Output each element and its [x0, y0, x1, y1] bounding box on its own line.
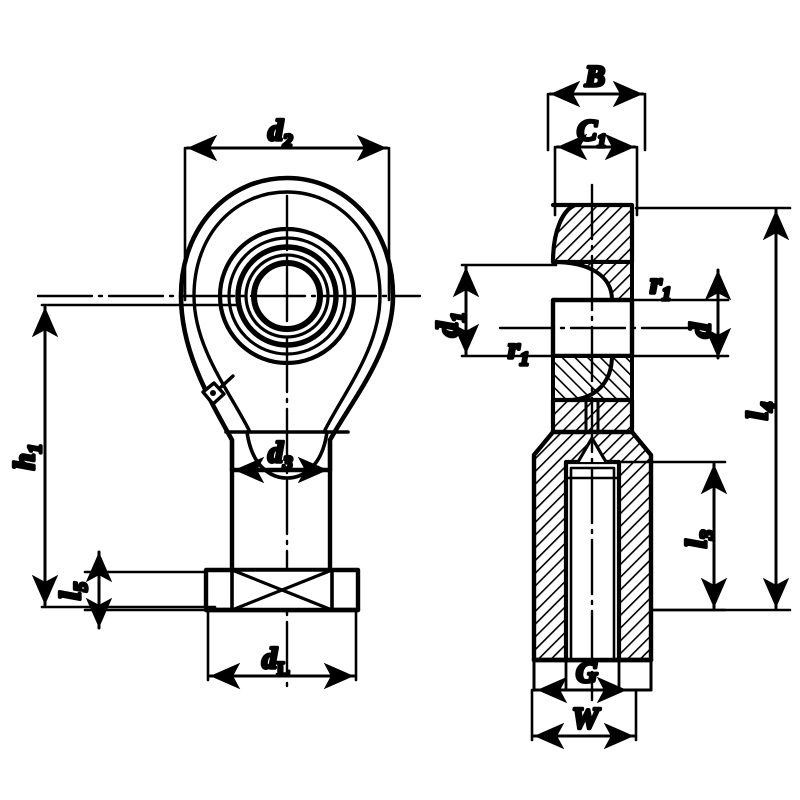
label-l4: l4: [741, 402, 779, 420]
grease-nipple-icon: [201, 374, 235, 406]
pilot-hole-lines: [584, 398, 600, 434]
dimension-B: [546, 80, 647, 152]
label-W: W: [572, 702, 601, 735]
label-r1-lower: r1: [508, 332, 529, 370]
label-h1: h1: [8, 444, 46, 470]
label-B: B: [584, 60, 605, 93]
front-view-body: [36, 175, 422, 692]
dimension-C1: [553, 133, 639, 217]
dimension-W: [530, 688, 638, 750]
label-d3: d3: [268, 436, 293, 474]
label-l5: l5: [54, 582, 92, 600]
dimension-h1: [31, 303, 242, 609]
dimension-d1: [452, 263, 558, 358]
label-d2: d2: [268, 114, 293, 152]
label-d: d: [684, 322, 717, 338]
section-view-body: [498, 183, 702, 702]
label-dL: dL: [262, 642, 290, 680]
dimension-dL: [206, 608, 358, 690]
dimension-l3: [620, 460, 728, 612]
label-G: G: [576, 656, 598, 689]
label-d1: d1: [431, 313, 469, 338]
dimension-d2: [183, 134, 391, 302]
cross-hatch-bore-icon: [230, 568, 334, 612]
label-C1: C1: [577, 114, 607, 152]
dimension-l5: [83, 550, 207, 630]
label-l3: l3: [680, 530, 718, 548]
dimension-d: [630, 268, 732, 360]
label-r1-upper: r1: [650, 267, 671, 305]
